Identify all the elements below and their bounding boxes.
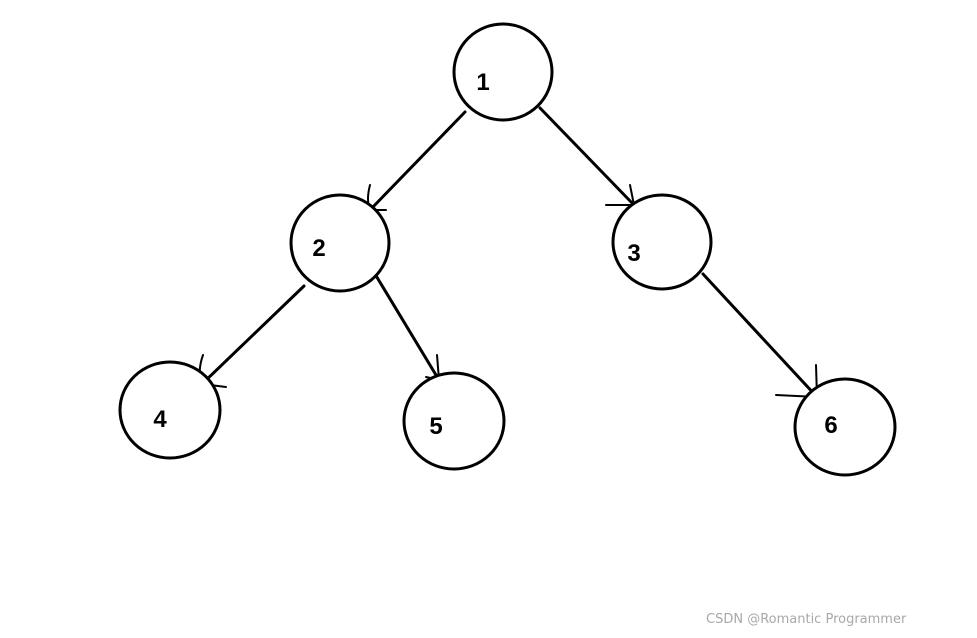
watermark-text: CSDN @Romantic Programmer: [706, 612, 907, 627]
tree-nodes: 1 2 3 4 5 6: [118, 22, 897, 477]
node-circle: [611, 193, 713, 291]
edge-1-3: [538, 106, 636, 207]
node-circle: [289, 193, 391, 293]
node-label: 3: [627, 240, 640, 267]
node-label: 1: [476, 69, 489, 96]
node-label: 5: [429, 413, 442, 440]
edge-3-6: [701, 272, 819, 399]
node-label: 6: [824, 412, 837, 439]
node-circle: [452, 22, 554, 122]
node-circle: [793, 377, 897, 477]
node-label: 4: [153, 406, 167, 433]
node-label: 2: [312, 235, 325, 262]
tree-node-5: 5: [402, 371, 506, 471]
edge-2-5: [373, 272, 441, 382]
tree-node-3: 3: [611, 193, 713, 291]
tree-node-6: 6: [793, 377, 897, 477]
node-circle: [402, 371, 506, 471]
tree-node-2: 2: [289, 193, 391, 293]
tree-node-1: 1: [452, 22, 554, 122]
tree-edges: [198, 106, 819, 399]
tree-node-4: 4: [118, 360, 222, 460]
edge-2-4: [200, 284, 306, 386]
edge-1-2: [368, 110, 467, 212]
node-circle: [118, 360, 222, 460]
